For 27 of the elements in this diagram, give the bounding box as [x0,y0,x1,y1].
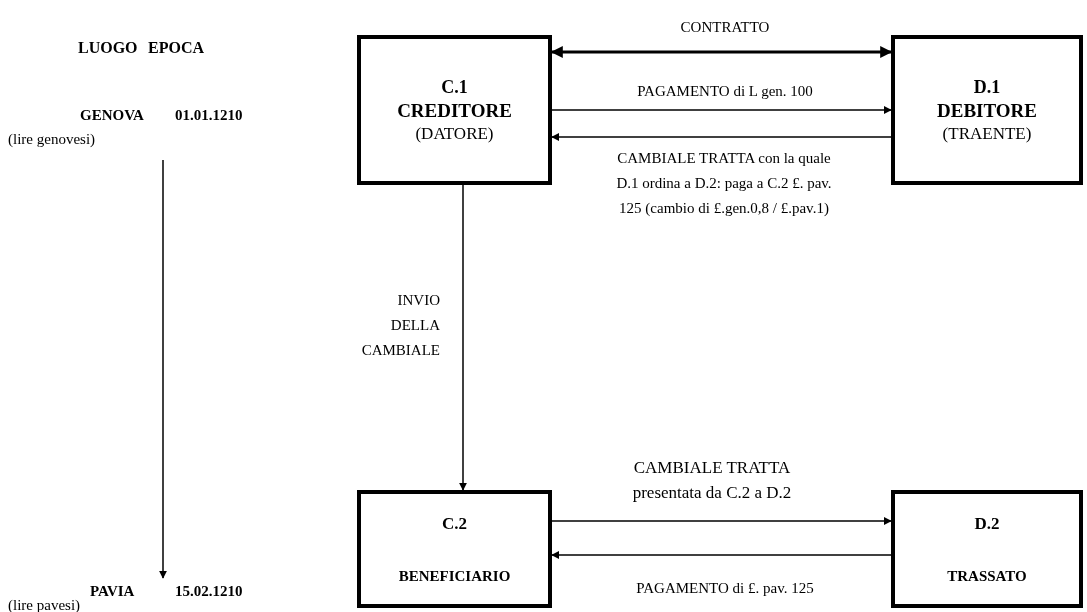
column-heading: LUOGO [78,38,138,58]
arrow [551,133,892,141]
node-code: D.1 [973,76,1001,99]
party-box [357,35,552,185]
node-role: DEBITORE [937,98,1037,123]
place-name: PAVIA [90,582,135,601]
node-code: C.2 [442,513,467,535]
arrow [459,184,467,491]
arrow [159,159,167,579]
node-subtitle: (DATORE) [415,122,494,144]
date-label: 01.01.1210 [175,106,243,125]
arrow [551,517,892,525]
party-box [891,490,1083,608]
node-subtitle: (TRAENTE) [942,122,1032,144]
party-box [357,490,552,608]
currency-note: (lire genovesi) [8,130,96,149]
date-label: 15.02.1210 [175,582,243,601]
arrow [551,551,892,559]
arrow [551,106,892,114]
node-role: BENEFICIARIO [398,566,511,586]
node-code: D.2 [974,513,1000,535]
node-role: CREDITORE [397,98,512,123]
node-code: C.1 [441,76,468,99]
place-name: GENOVA [80,106,144,125]
column-heading: EPOCA [148,38,204,58]
party-box [891,35,1083,185]
node-role: TRASSATO [947,566,1027,586]
